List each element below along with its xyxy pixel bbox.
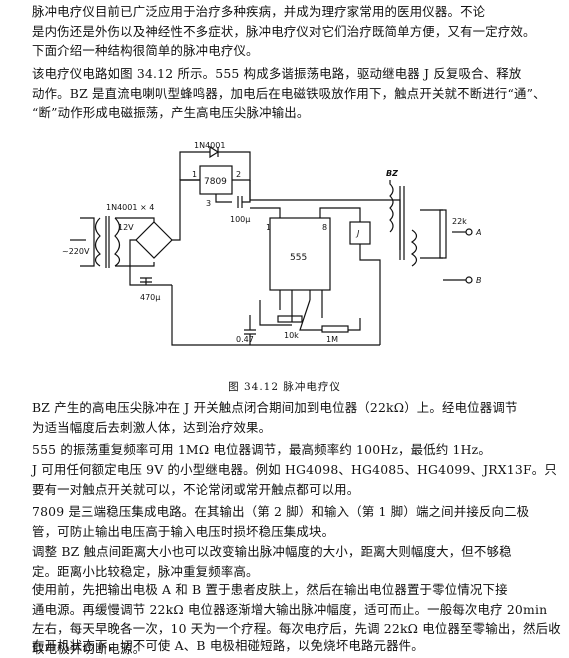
paragraph-circuit-description: 该电疗仪电路如图 34.12 所示。555 构成多谐振荡电路，驱动继电器 J 反… <box>8 64 560 123</box>
text-line: 7809 是三端稳压集成电路。在其输出（第 2 脚）和输入（第 1 脚）端之间并… <box>8 502 560 522</box>
text-line: BZ 产生的高电压尖脉冲在 J 开关触点闭合期间加到电位器（22kΩ）上。经电位… <box>8 398 560 418</box>
buzzer-label: BZ <box>386 169 398 178</box>
pot-label: 1M <box>326 335 338 344</box>
cap-label: 470μ <box>140 293 160 302</box>
relay-label: J <box>355 229 360 238</box>
figure-caption: 图 34.12 脉冲电疗仪 <box>0 379 569 394</box>
ic-label: 555 <box>290 253 307 263</box>
reg-pin-label: 3 <box>206 199 211 208</box>
cap-label: 0.47 <box>236 335 254 344</box>
text-line: 脉冲电疗仪目前已广泛应用于治疗多种疾病，并成为理疗家常用的医用仪器。不论 <box>8 2 560 22</box>
text-line: 555 的振荡重复频率可用 1MΩ 电位器调节，最高频率约 100Hz，最低约 … <box>8 440 560 460</box>
bridge-label: 1N4001 × 4 <box>106 203 154 212</box>
reg-pin-label: 1 <box>192 170 197 179</box>
text-line: J 可用任何额定电压 9V 的小型继电器。例如 HG4098、HG4085、HG… <box>8 460 560 480</box>
text-line: 定。距离小比较稳定，脉冲重复频率高。 <box>8 562 560 582</box>
reg-pin-label: 2 <box>236 170 241 179</box>
ic-pin-label: 1 <box>266 223 271 232</box>
text-line: 通电源。再缓慢调节 22kΩ 电位器逐渐增大输出脉冲幅度，适可而止。一般每次电疗… <box>8 600 560 620</box>
paragraph-frequency: 555 的振荡重复频率可用 1MΩ 电位器调节，最高频率约 100Hz，最低约 … <box>8 440 560 460</box>
potentiometer-label: 22k <box>452 217 467 226</box>
text-line: 动作。BZ 是直流电喇叭型蜂鸣器，加电后在电磁铁吸放作用下，触点开关就不断进行“… <box>8 84 560 104</box>
transformer-voltage-label: 12V <box>118 223 134 232</box>
text-line: “断”动作形成电磁振荡，产生高电压尖脉冲输出。 <box>8 103 560 123</box>
text-line: 下面介绍一种结构很简单的脉冲电疗仪。 <box>8 41 560 61</box>
text-line: 使用前，先把输出电极 A 和 B 置于患者皮肤上，然后在输出电位器置于零位情况下… <box>8 580 560 600</box>
text-line: 为适当幅度后去刺激人体，达到治疗效果。 <box>8 418 560 438</box>
cap-label: 100μ <box>230 215 250 224</box>
text-line: 该电疗仪电路如图 34.12 所示。555 构成多谐振荡电路，驱动继电器 J 反… <box>8 64 560 84</box>
ic-pin-label: 8 <box>322 223 327 232</box>
paragraph-bz-output: BZ 产生的高电压尖脉冲在 J 开关触点闭合期间加到电位器（22kΩ）上。经电位… <box>8 398 560 437</box>
circuit-schematic: 1N4001 7809 1 2 3 1N4001 × 4 12V ~220V 1… <box>60 140 500 380</box>
text-line: 在开机状态下，切不可使 A、B 电极相碰短路，以免烧坏电路元器件。 <box>8 636 560 656</box>
resistor-label: 10k <box>284 331 299 340</box>
regulator-label: 7809 <box>204 177 227 187</box>
mains-label: ~220V <box>62 247 90 256</box>
text-line: 调整 BZ 触点间距离大小也可以改变输出脉冲幅度的大小，距离大则幅度大，但不够稳 <box>8 542 560 562</box>
diode-label: 1N4001 <box>194 141 225 150</box>
circuit-diagram: 1N4001 7809 1 2 3 1N4001 × 4 12V ~220V 1… <box>60 140 500 380</box>
paragraph-regulator: 7809 是三端稳压集成电路。在其输出（第 2 脚）和输入（第 1 脚）端之间并… <box>8 502 560 541</box>
output-a-label: A <box>475 228 481 237</box>
text-line: 要有一对触点开关就可以，不论常闭或常开触点都可以用。 <box>8 480 560 500</box>
paragraph-adjust-bz: 调整 BZ 触点间距离大小也可以改变输出脉冲幅度的大小，距离大则幅度大，但不够稳… <box>8 542 560 581</box>
paragraph-relay: J 可用任何额定电压 9V 的小型继电器。例如 HG4098、HG4085、HG… <box>8 460 560 499</box>
text-line: 是内伤还是外伤以及神经性不多症状，脉冲电疗仪对它们治疗既简单方便，又有一定疗效。 <box>8 22 560 42</box>
paragraph-intro: 脉冲电疗仪目前已广泛应用于治疗多种疾病，并成为理疗家常用的医用仪器。不论 是内伤… <box>8 2 560 61</box>
text-line: 管，可防止输出电压高于输入电压时损坏稳压集成块。 <box>8 522 560 542</box>
paragraph-warning: 在开机状态下，切不可使 A、B 电极相碰短路，以免烧坏电路元器件。 <box>8 636 560 656</box>
output-b-label: B <box>476 276 482 285</box>
